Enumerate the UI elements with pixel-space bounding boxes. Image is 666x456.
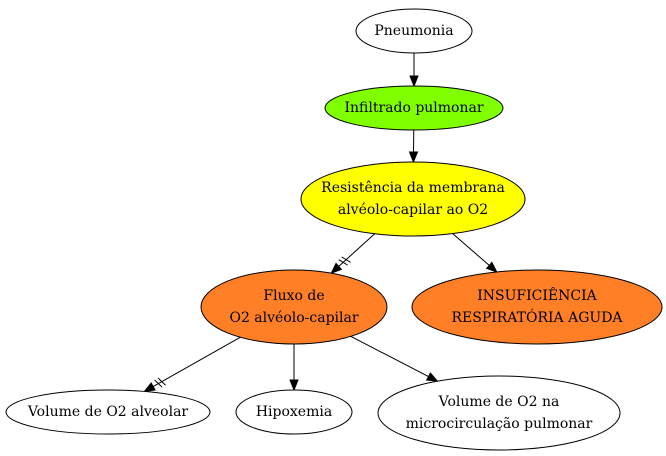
edge-fluxo-to-hipoxemia: [289, 344, 299, 392]
edge-infiltrado-to-resistencia: [408, 129, 419, 164]
node-label: Infiltrado pulmonar: [344, 100, 483, 116]
node-label: Pneumonia: [374, 23, 453, 39]
node-label: microcirculação pulmonar: [406, 416, 593, 432]
node-ellipse: [411, 269, 663, 345]
node-label: alvéolo-capilar ao O2: [338, 202, 488, 218]
arrowhead: [143, 382, 156, 393]
edge-line: [350, 335, 429, 378]
edge-fluxo-to-volume-alveolar: [143, 336, 241, 393]
arrowhead: [485, 261, 498, 273]
node-insuficiencia: INSUFICIÊNCIA RESPIRATÓRIA AGUDA: [411, 269, 663, 345]
edge-line: [452, 233, 490, 266]
node-ellipse: [200, 269, 388, 345]
node-label: Hipoxemia: [256, 404, 332, 420]
inverse-tick: [341, 256, 351, 263]
arrowhead: [289, 379, 299, 392]
node-label: Volume de O2 alveolar: [27, 404, 189, 420]
arrowhead: [330, 262, 343, 275]
node-ellipse: [324, 85, 504, 131]
node-ellipse: [5, 389, 211, 435]
node-ellipse: [235, 389, 353, 435]
node-label: Resistência da membrana: [321, 180, 505, 196]
node-label: Fluxo de: [263, 288, 324, 304]
inverse-tick: [338, 259, 348, 266]
node-infiltrado: Infiltrado pulmonar: [324, 85, 504, 131]
edge-fluxo-to-volume-microcirculacao: [350, 335, 439, 382]
edge-pneumonia-to-infiltrado: [409, 53, 419, 88]
edge-line: [152, 336, 241, 387]
node-label: RESPIRATÓRIA AGUDA: [451, 308, 623, 326]
node-label: INSUFICIÊNCIA: [477, 286, 597, 304]
node-ellipse: [355, 8, 473, 54]
node-hipoxemia: Hipoxemia: [235, 389, 353, 435]
arrowhead: [425, 372, 439, 382]
node-resistencia: Resistência da membrana alvéolo-capilar a…: [300, 161, 526, 237]
edges-layer: [143, 53, 498, 393]
node-volume-microcirculacao: Volume de O2 na microcirculação pulmonar: [377, 375, 621, 451]
node-volume-alveolar: Volume de O2 alveolar: [5, 389, 211, 435]
node-pneumonia: Pneumonia: [355, 8, 473, 54]
edge-line: [338, 233, 376, 267]
node-ellipse: [377, 375, 621, 451]
node-fluxo: Fluxo de O2 alvéolo-capilar: [200, 269, 388, 345]
node-ellipse: [300, 161, 526, 237]
arrowhead: [409, 75, 419, 88]
node-label: Volume de O2 na: [438, 394, 560, 410]
edge-resistencia-to-fluxo: [330, 233, 376, 275]
edge-resistencia-to-insuficiencia: [452, 233, 498, 273]
node-label: O2 alvéolo-capilar: [229, 310, 358, 326]
inverse-tick: [157, 377, 166, 386]
arrowhead: [408, 151, 419, 164]
inverse-tick: [154, 379, 163, 388]
